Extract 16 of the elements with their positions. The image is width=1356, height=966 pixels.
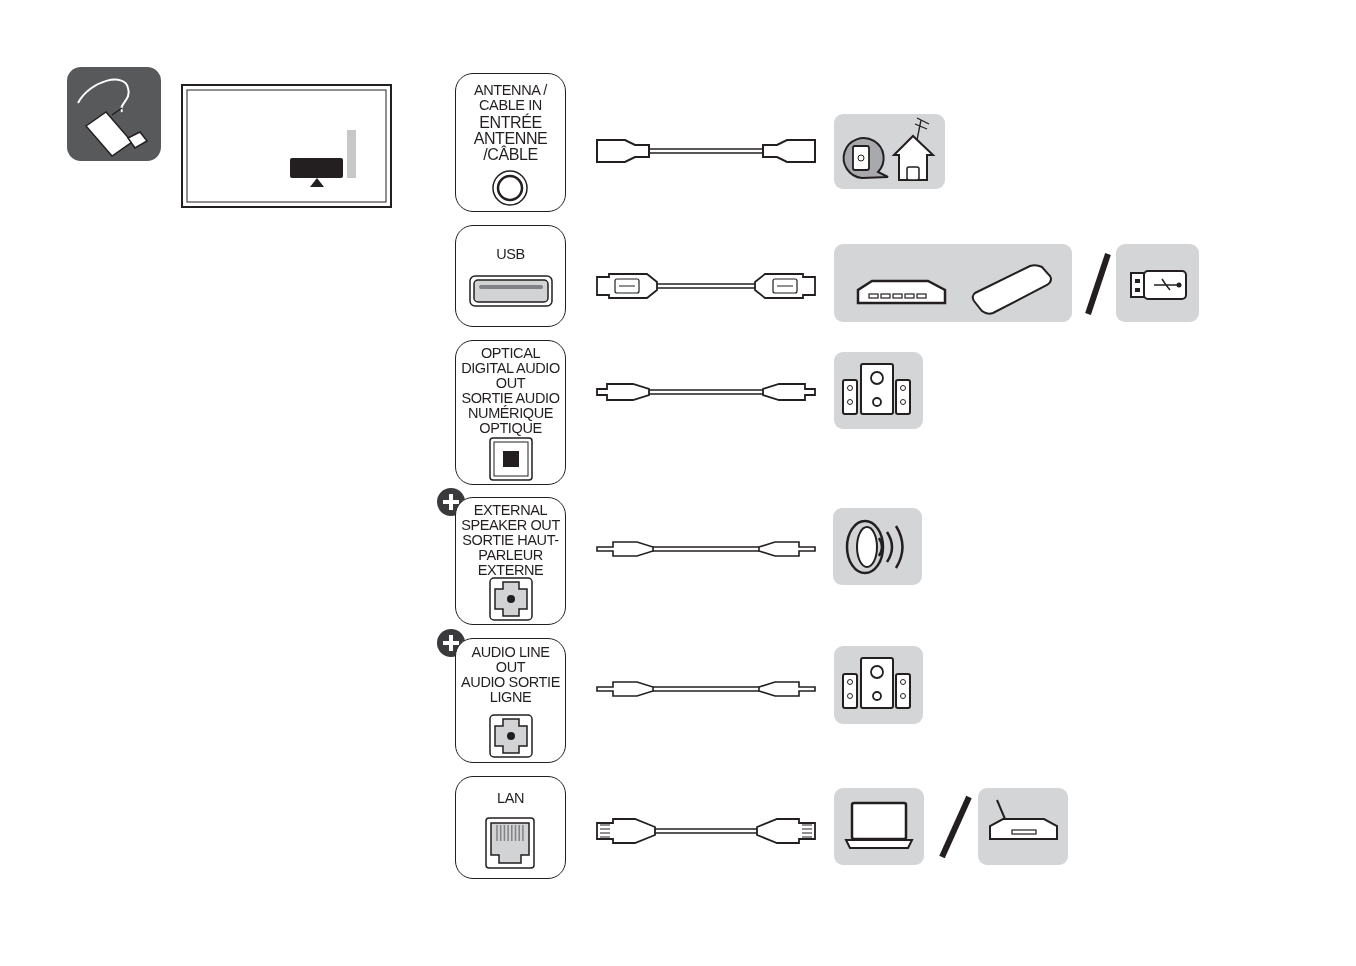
port-label: ANTENNA / CABLE IN: [473, 83, 549, 113]
port-label: AUDIO LINE OUT: [470, 645, 551, 675]
port-panel: [455, 776, 566, 879]
port-panel: [455, 73, 566, 212]
port-label: ENTRÉE ANTENNE /CÂBLE: [472, 115, 549, 163]
port-label: EXTERNAL SPEAKER OUT: [460, 503, 561, 533]
port-label: LAN: [496, 791, 525, 806]
port-label: SORTIE HAUT-PARLEUR EXTERNE: [461, 533, 560, 578]
port-panel: [455, 340, 566, 485]
port-label: OPTICAL DIGITAL AUDIO OUT: [460, 346, 561, 391]
port-label: USB: [495, 247, 526, 262]
port-label: SORTIE AUDIO NUMÉRIQUE OPTIQUE: [460, 391, 561, 436]
port-panel: [455, 225, 566, 327]
port-panel: [455, 497, 566, 625]
port-panel: [455, 638, 566, 763]
port-label: AUDIO SORTIE LIGNE: [460, 675, 561, 705]
